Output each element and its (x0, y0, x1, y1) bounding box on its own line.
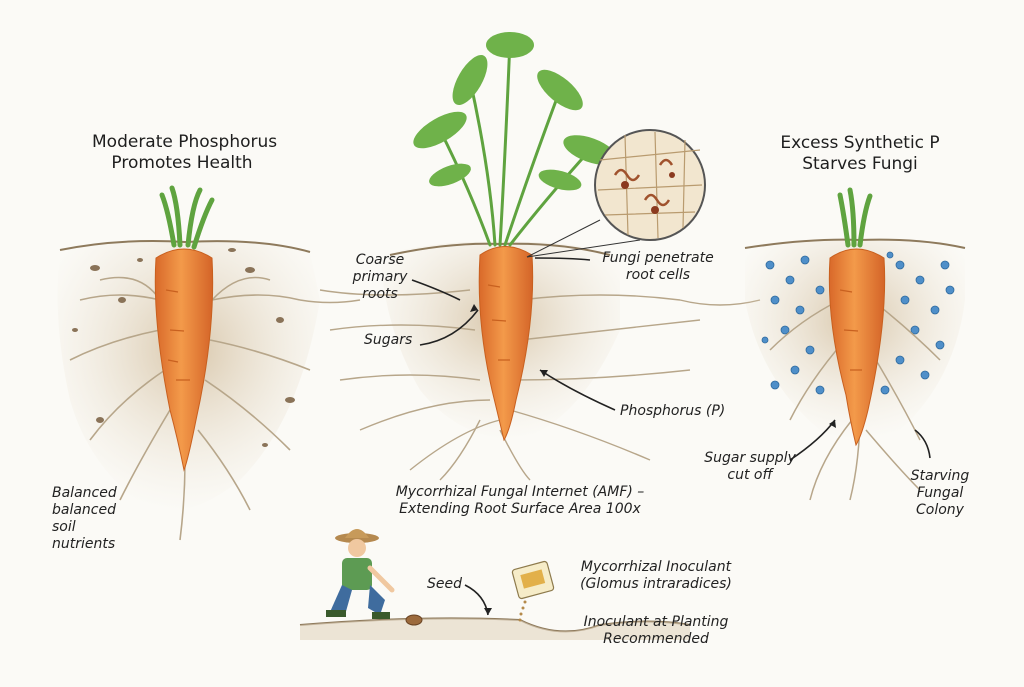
left-title-line2: Promotes Health (111, 153, 253, 173)
left-label-line2: balanced (52, 502, 117, 518)
center-carrot (413, 32, 617, 442)
left-title-line1: Moderate Phosphorus (92, 132, 278, 152)
coarse-roots-line3: roots (362, 286, 398, 302)
left-label-line1: Balanced (52, 485, 117, 501)
coarse-roots-line2: primary (352, 269, 408, 285)
sugar-cutoff-line1: Sugar supply (704, 450, 796, 466)
inoculant-line1: Mycorrhizal Inoculant (580, 559, 732, 575)
left-carrot (154, 185, 215, 472)
starving-line2: Fungal (916, 485, 964, 501)
fungi-penetrate-line2: root cells (625, 267, 691, 283)
farmer (326, 529, 395, 619)
recommend-line2: Recommended (603, 631, 709, 647)
right-title-line1: Excess Synthetic P (780, 133, 940, 153)
sugar-cutoff-line2: cut off (727, 467, 773, 483)
fungi-penetrate-line1: Fungi penetrate (602, 250, 714, 266)
fertilizer-granules (761, 251, 955, 395)
left-roots (69, 276, 361, 541)
right-carrot (828, 187, 886, 447)
network-line2: Extending Root Surface Area 100x (399, 501, 641, 517)
left-label-line3: soil (52, 519, 76, 535)
left-soil-pebbles (72, 248, 295, 447)
seed (405, 614, 423, 626)
starving-line1: Starving (910, 468, 970, 484)
inoculant-line2: (Glomus intraradices) (580, 576, 732, 592)
arrow-heads (470, 304, 836, 615)
recommend-line1: Inoculant at Planting (583, 614, 729, 630)
coarse-roots-line1: Coarse (355, 252, 405, 268)
left-label-line4: nutrients (52, 536, 116, 552)
seed-label: Seed (427, 576, 462, 592)
right-title-line2: Starves Fungi (802, 154, 918, 174)
inoculant-bag (511, 560, 555, 622)
fungi-magnifier (526, 129, 706, 258)
ground-line (299, 617, 691, 640)
sugars-label: Sugars (364, 332, 413, 348)
starving-line3: Colony (916, 502, 964, 518)
network-line1: Mycorrhizal Fungal Internet (AMF) – (395, 484, 645, 500)
center-fungal-network (319, 289, 761, 481)
phosphorus-label: Phosphorus (P) (620, 403, 726, 419)
